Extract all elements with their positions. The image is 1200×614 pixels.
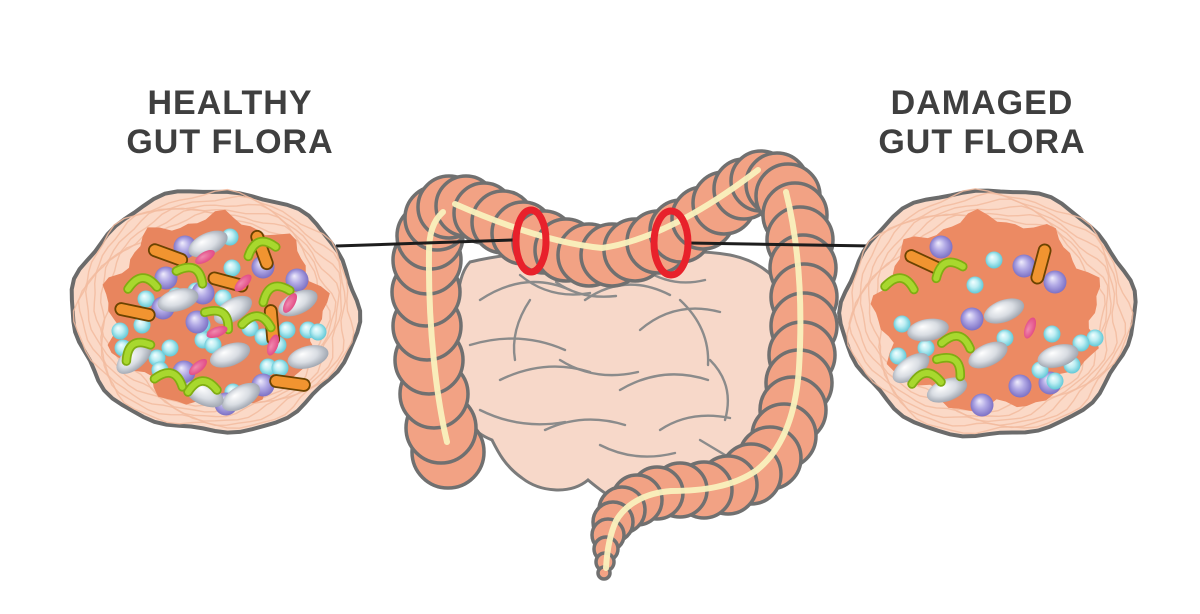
left-marker-ring [512,206,550,276]
silver-bacillus-bacterium [188,230,228,258]
cyan-coccus-bacterium [893,315,911,333]
purple-coccus-bacterium [1012,254,1036,278]
cyan-coccus-bacterium [966,276,984,294]
bacteria-group [880,235,1104,417]
green-vibrio-bacterium [183,376,222,397]
cyan-coccus-bacterium [223,259,241,277]
small-intestine [449,249,794,509]
pink-bacillus-bacterium [234,274,252,292]
silver-bacillus-bacterium [222,382,260,412]
cyan-coccus-bacterium [1072,334,1090,352]
colon-highlight-lines [425,167,804,571]
green-vibrio-bacterium [149,368,188,392]
orange-rod-bacterium [147,243,189,267]
damaged-cross-section [837,188,1138,439]
cyan-coccus-bacterium [917,339,935,357]
cyan-coccus-bacterium [985,251,1003,269]
marker-rings [512,206,692,279]
right-marker-ring [650,207,692,279]
silver-bacillus-bacterium [209,342,251,368]
orange-rod-bacterium [114,302,156,322]
connector-lines [335,238,873,248]
cyan-coccus-bacterium [204,336,222,354]
bacteria-group [111,228,329,416]
green-vibrio-bacterium [932,353,966,382]
silver-bacillus-bacterium [968,341,1008,369]
cyan-coccus-bacterium [309,323,327,341]
green-vibrio-bacterium [171,262,208,289]
healthy-title: HEALTHY GUT FLORA [80,84,380,163]
silver-bacillus-bacterium [1037,344,1079,368]
left-connector-line [335,238,514,248]
right-connector-line [688,241,873,248]
silver-bacillus-bacterium [157,288,199,312]
green-vibrio-bacterium [121,337,156,366]
healthy-cross-section [69,188,363,435]
orange-rod-bacterium [269,374,311,392]
green-vibrio-bacterium [931,257,968,284]
green-vibrio-bacterium [243,236,281,262]
silver-bacillus-bacterium [983,298,1025,324]
green-vibrio-bacterium [907,368,946,389]
purple-coccus-bacterium [970,393,994,417]
healthy-title-line2: GUT FLORA [126,123,334,162]
cyan-coccus-bacterium [271,359,289,377]
cyan-coccus-bacterium [1046,372,1064,390]
cyan-coccus-bacterium [278,321,296,339]
silver-bacillus-bacterium [907,318,949,342]
cyan-coccus-bacterium [1086,329,1104,347]
purple-coccus-bacterium [1043,270,1067,294]
pink-bacillus-bacterium [283,293,297,313]
cyan-coccus-bacterium [161,339,179,357]
cyan-coccus-bacterium [1043,325,1061,343]
pink-bacillus-bacterium [195,250,215,264]
damaged-title-line1: DAMAGED [890,84,1074,122]
purple-coccus-bacterium [285,268,309,292]
green-vibrio-bacterium [200,306,234,335]
pink-bacillus-bacterium [188,358,208,376]
silver-bacillus-bacterium [287,345,329,369]
green-vibrio-bacterium [237,311,276,333]
healthy-title-line1: HEALTHY [147,84,313,122]
pink-bacillus-bacterium [1023,317,1037,339]
silver-bacillus-bacterium [116,342,152,374]
green-vibrio-bacterium [880,273,919,295]
intestines-illustration [390,149,839,581]
purple-coccus-bacterium [960,307,984,331]
purple-coccus-bacterium [929,235,953,259]
pink-bacillus-bacterium [206,325,228,339]
green-vibrio-bacterium [936,331,975,354]
orange-rod-bacterium [1030,243,1052,285]
purple-coccus-bacterium [1008,374,1032,398]
pink-bacillus-bacterium [266,334,280,356]
silver-bacillus-bacterium [892,352,930,384]
damaged-title-line2: GUT FLORA [878,123,1086,162]
green-vibrio-bacterium [123,273,162,294]
cyan-coccus-bacterium [111,322,129,340]
cyan-coccus-bacterium [889,347,907,365]
damaged-title: DAMAGED GUT FLORA [832,84,1132,163]
green-vibrio-bacterium [258,281,295,308]
cyan-coccus-bacterium [137,290,155,308]
